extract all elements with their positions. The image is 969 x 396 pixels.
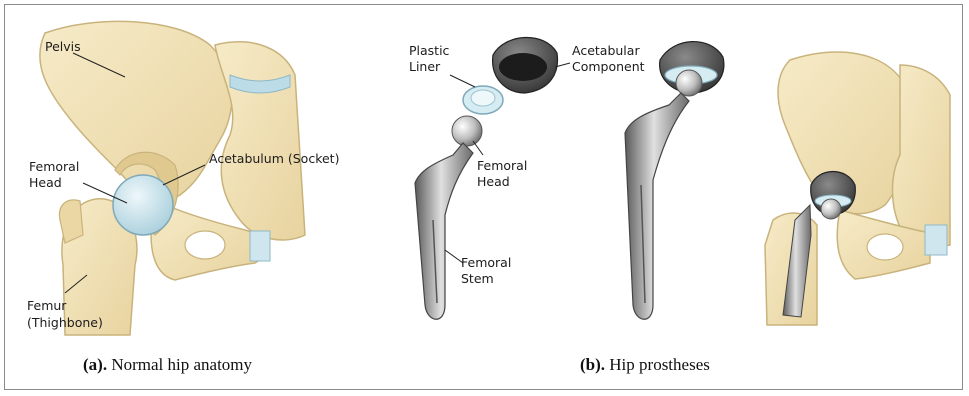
- label-femoral-head-a-1: Femoral: [29, 159, 79, 174]
- label-acetabular-component-1: Acetabular: [572, 43, 640, 58]
- implant-sacrum: [893, 65, 951, 247]
- greater-trochanter: [59, 200, 83, 243]
- panel-b-implanted-hip: [765, 52, 950, 325]
- pubic-symphysis: [250, 231, 270, 261]
- femoral-stem: [415, 143, 473, 319]
- caption-b-text: Hip prostheses: [605, 355, 710, 374]
- sacrum-bone: [215, 42, 305, 240]
- label-femoral-head-a-2: Head: [29, 175, 62, 190]
- label-plastic-liner-1: Plastic: [409, 43, 450, 58]
- plastic-liner-inner: [471, 90, 495, 106]
- caption-a: (a). Normal hip anatomy: [83, 355, 252, 375]
- label-pelvis: Pelvis: [45, 39, 81, 54]
- plastic-liner-leader: [450, 75, 475, 87]
- label-acetabulum: Acetabulum (Socket): [209, 151, 339, 166]
- assembled-stem: [625, 93, 689, 319]
- acetabular-shell-rim: [499, 53, 547, 81]
- femoral-head-b-leader: [473, 141, 483, 155]
- panel-b-exploded-prosthesis: Plastic Liner Acetabular Component Femor…: [409, 37, 645, 319]
- implant-ball: [821, 199, 841, 219]
- panel-b-assembled-prosthesis: [625, 42, 724, 320]
- obturator-foramen: [185, 231, 225, 259]
- assembled-ball: [676, 70, 702, 96]
- label-femoral-head-b-1: Femoral: [477, 158, 527, 173]
- figure-frame: Pelvis Femoral Head Acetabulum (Socket) …: [4, 4, 963, 390]
- caption-b: (b). Hip prostheses: [580, 355, 710, 375]
- caption-b-prefix: (b).: [580, 355, 605, 374]
- label-acetabular-component-2: Component: [572, 59, 645, 74]
- label-plastic-liner-2: Liner: [409, 59, 441, 74]
- label-femoral-head-b-2: Head: [477, 174, 510, 189]
- implant-obturator: [867, 234, 903, 260]
- caption-a-prefix: (a).: [83, 355, 107, 374]
- label-femur-2: (Thighbone): [27, 315, 103, 330]
- label-femur-1: Femur: [27, 298, 67, 313]
- implant-pubic-symphysis: [925, 225, 947, 255]
- femoral-head-ball: [452, 116, 482, 146]
- caption-a-text: Normal hip anatomy: [107, 355, 252, 374]
- illustration-canvas: Pelvis Femoral Head Acetabulum (Socket) …: [5, 5, 964, 391]
- label-femoral-stem-2: Stem: [461, 271, 494, 286]
- label-femoral-stem-1: Femoral: [461, 255, 511, 270]
- panel-a-anatomy: Pelvis Femoral Head Acetabulum (Socket) …: [27, 21, 339, 335]
